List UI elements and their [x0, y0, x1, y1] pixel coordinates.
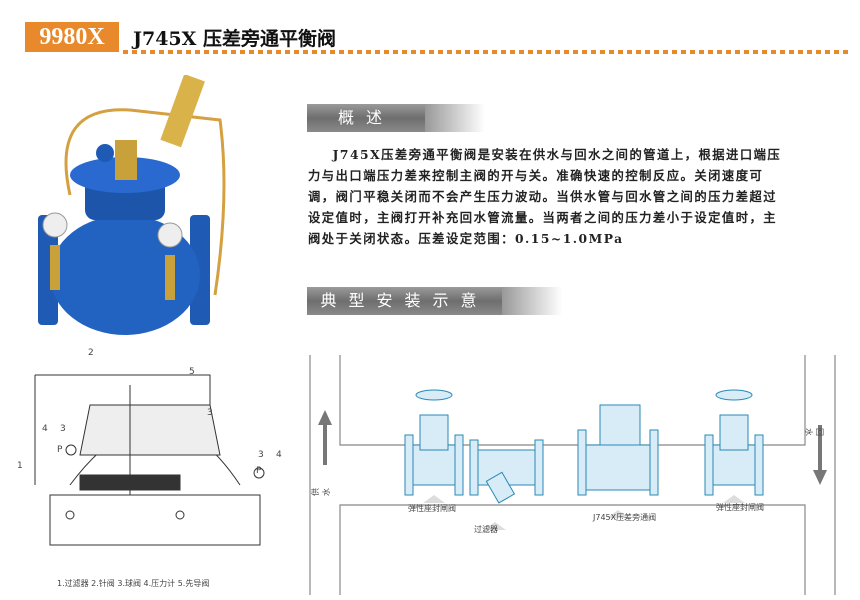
gauge-p-right: P: [256, 466, 262, 476]
label-strainer: 过滤器: [474, 525, 498, 534]
installation-diagram: [309, 355, 836, 595]
model-badge: 9980X: [25, 22, 119, 52]
callout-2: 2: [88, 348, 94, 358]
callout-4b: 4: [276, 450, 282, 460]
label-gate-valve-left: 弹性座封闸阀: [408, 504, 456, 513]
valve-product-photo: [38, 75, 226, 335]
callout-4: 4: [42, 424, 48, 434]
install-heading: 典型安装示意图: [307, 287, 562, 338]
label-gate-valve-right: 弹性座封闸阀: [716, 503, 764, 512]
label-j745x-valve: J745X压差旁通阀: [593, 513, 657, 522]
callout-1: 1: [17, 461, 23, 471]
overview-heading: 概述: [307, 104, 485, 132]
gauge-p-left: P: [57, 445, 63, 455]
callout-3: 3: [60, 424, 66, 434]
callout-5: 5: [189, 367, 195, 377]
valve-schematic: [34, 374, 265, 546]
callout-3c: 3: [258, 450, 264, 460]
return-label: 回水: [804, 428, 824, 436]
supply-label: 供水: [311, 488, 331, 496]
dotted-divider: [123, 50, 850, 54]
schematic-legend: 1.过滤器 2.针阀 3.球阀 4.压力计 5.先导阀: [57, 579, 210, 588]
callout-3b: 3: [207, 408, 213, 418]
page-title: J745X 压差旁通平衡阀: [133, 28, 337, 50]
overview-text: J745X压差旁通平衡阀是安装在供水与回水之间的管道上，根据进口端压力与出口端压…: [308, 147, 782, 246]
